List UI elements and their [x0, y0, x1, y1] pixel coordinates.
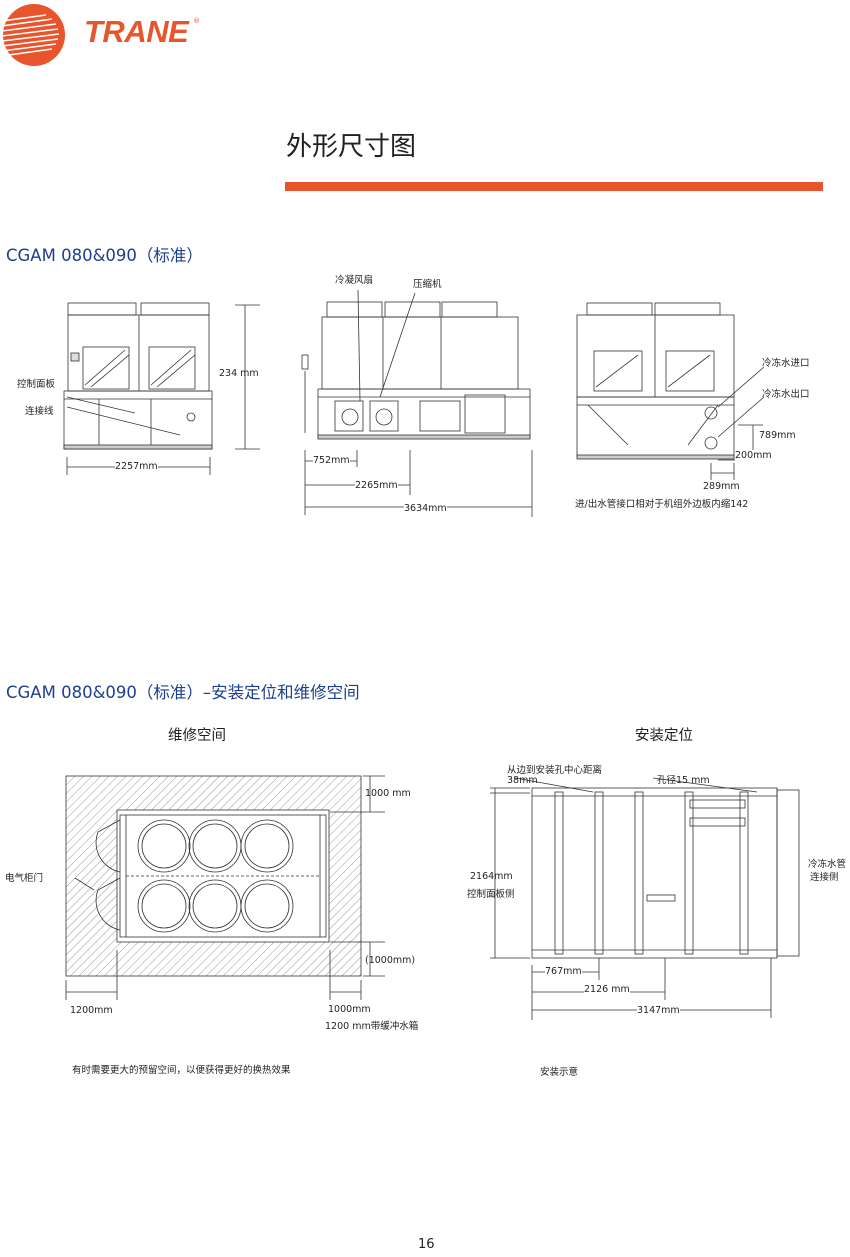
dim-289-label: 289mm — [703, 481, 740, 492]
section-title-dimensions: CGAM 080&090（标准） — [6, 246, 203, 265]
page-title: 外形尺寸图 — [286, 132, 417, 162]
end-view-control-panel-drawing — [63, 302, 260, 475]
label-chilled-water-inlet: 冷冻水进口 — [762, 358, 810, 369]
trane-logo-icon — [3, 4, 65, 66]
brand-registered-mark: ® — [193, 17, 200, 25]
brand-name: TRANE — [84, 14, 189, 49]
dim-2126-label: 2126 mm — [584, 984, 630, 995]
dim-right-with-buffer-tank: 1200 mm带缓冲水箱 — [325, 1021, 419, 1032]
dim-752-label: 752mm — [313, 455, 350, 466]
label-edge-to-hole-distance: 从边到安装孔中心距离 — [507, 765, 603, 776]
label-control-panel: 控制面板 — [17, 379, 56, 390]
label-compressor: 压缩机 — [413, 279, 442, 290]
label-chilled-water-pipe: 冷冻水管 — [808, 859, 847, 870]
label-connection-line: 连接线 — [25, 406, 54, 417]
label-condenser-fan: 冷凝风扇 — [335, 275, 374, 286]
title-accent-bar — [285, 182, 823, 191]
dim-width-label: 2257mm — [115, 461, 158, 472]
dim-left-clearance: 1200mm — [70, 1005, 113, 1016]
label-control-panel-side: 控制面板侧 — [467, 889, 515, 900]
dim-right-clearance: 1000mm — [328, 1004, 371, 1015]
maintenance-space-drawing — [65, 775, 385, 1000]
label-hole-diameter: 孔径15 mm — [657, 775, 710, 786]
dim-2265-label: 2265mm — [355, 480, 398, 491]
installation-note: 安装示意 — [540, 1067, 579, 1078]
dim-3147-label: 3147mm — [637, 1005, 680, 1016]
label-chilled-water-outlet: 冷冻水出口 — [762, 389, 810, 400]
side-view-drawing — [301, 289, 533, 517]
pipe-offset-note: 进/出水管接口相对于机组外边板内缩142 — [575, 499, 749, 510]
dim-2164-label: 2164mm — [470, 871, 513, 882]
label-electrical-cabinet-door: 电气柜门 — [5, 873, 44, 884]
section-title-installation: CGAM 080&090（标准）–安装定位和维修空间 — [6, 683, 360, 702]
dim-top-clearance: 1000 mm — [365, 788, 411, 799]
installation-position-title: 安装定位 — [635, 728, 693, 744]
dim-200-label: 200mm — [735, 450, 772, 461]
dim-789-label: 789mm — [759, 430, 796, 441]
maintenance-space-title: 维修空间 — [168, 728, 226, 744]
installation-position-drawing — [490, 777, 800, 1020]
label-connection-side: 连接侧 — [810, 872, 839, 883]
dim-767-label: 767mm — [545, 966, 582, 977]
maintenance-note: 有时需要更大的预留空间，以便获得更好的换热效果 — [72, 1065, 291, 1076]
end-view-water-side-drawing — [576, 302, 765, 480]
page-number: 16 — [418, 1237, 435, 1252]
dim-3634-label: 3634mm — [404, 503, 447, 514]
dim-bottom-right-clearance: (1000mm) — [365, 955, 416, 966]
dim-38-label: 38mm — [507, 775, 538, 786]
dim-height-label: 234 mm — [219, 368, 259, 379]
